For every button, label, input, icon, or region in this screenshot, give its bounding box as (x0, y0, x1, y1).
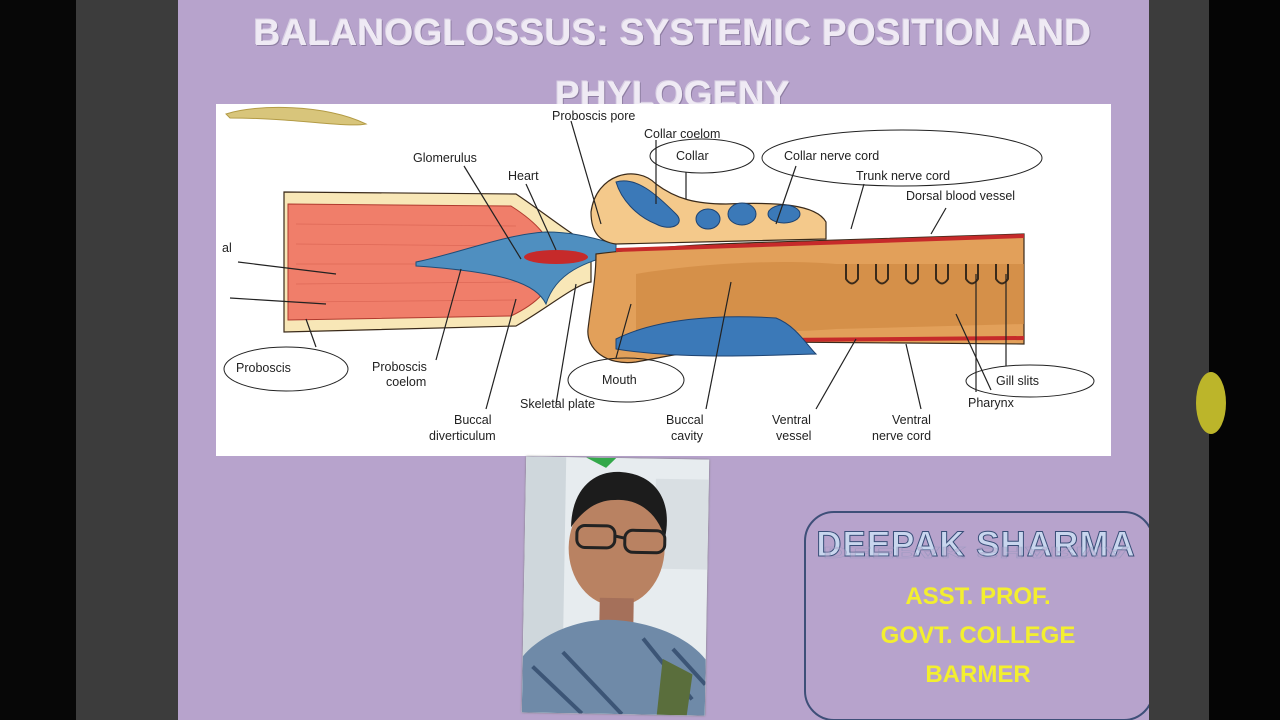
gill-slits-callout (965, 364, 1095, 398)
author-institution: GOVT. COLLEGE (880, 622, 1076, 649)
anatomy-illustration: Proboscis pore Collar coelom Collar Coll… (222, 106, 1095, 443)
slide-title-line1: BALANOGLOSSUS: SYSTEMIC POSITION AND (253, 12, 1092, 53)
dorsal-blood-vessel-line (615, 234, 1025, 252)
label-glomerulus: Glomerulus (413, 151, 477, 165)
collar-coelom-pocket (767, 204, 801, 224)
collar-nerve-cord-callout (761, 129, 1043, 187)
ventral-collar-coelom (615, 316, 818, 357)
label-heart: Heart (508, 169, 539, 183)
label-collar: Collar (676, 149, 709, 163)
label-gill-slits: Gill slits (996, 374, 1039, 388)
label-buccal-cavity-1: Buccal (666, 413, 704, 427)
label-pharynx: Pharynx (968, 396, 1015, 410)
label-collar-nerve-cord: Collar nerve cord (784, 149, 879, 163)
label-ventral-nerve-cord-1: Ventral (892, 413, 931, 427)
fragment-shape (225, 106, 368, 126)
label-trunk-nerve-cord: Trunk nerve cord (856, 169, 950, 183)
author-location: BARMER (925, 661, 1031, 688)
author-name-reflection: DEEPAK SHARMA (822, 543, 1130, 561)
label-ventral-vessel-1: Ventral (772, 413, 811, 427)
presenter-photo (521, 456, 710, 716)
mouth-callout (567, 357, 685, 403)
label-al: al (222, 241, 232, 255)
label-buccal-diverticulum-2: diverticulum (429, 429, 496, 443)
label-proboscis-coelom-1: Proboscis (372, 360, 427, 374)
slide-title: BALANOGLOSSUS: SYSTEMIC POSITION AND PHY… (178, 2, 1149, 126)
label-ventral-vessel-2: vessel (776, 429, 811, 443)
cursor-highlight-circle (1196, 372, 1226, 434)
author-info-box: DEEPAK SHARMA DEEPAK SHARMA ASST. PROF. … (804, 511, 1149, 720)
pharynx-cavity (636, 262, 1024, 334)
video-left-letterbox (0, 0, 76, 720)
gill-slit-marks (845, 264, 1009, 285)
proboscis-callout (223, 346, 349, 392)
author-name: DEEPAK SHARMA (816, 525, 1136, 565)
label-proboscis-coelom-2: coelom (386, 375, 426, 389)
presenter-portrait-illustration (521, 456, 710, 716)
right-gray-panel (1149, 0, 1209, 720)
label-proboscis-pore: Proboscis pore (552, 109, 635, 123)
label-dorsal-blood-vessel: Dorsal blood vessel (906, 189, 1015, 203)
label-skeletal-plate: Skeletal plate (520, 397, 595, 411)
left-gray-panel (76, 0, 178, 720)
label-ventral-nerve-cord-2: nerve cord (872, 429, 931, 443)
collar-coelom-pocket (695, 208, 721, 230)
author-title: ASST. PROF. (905, 583, 1051, 610)
label-buccal-cavity-2: cavity (671, 429, 704, 443)
video-right-letterbox (1209, 0, 1280, 720)
heart-shape (524, 250, 588, 264)
collar-coelom-dorsal (615, 180, 680, 228)
leader-lines (229, 120, 1007, 410)
collar-coelom-pocket (727, 202, 757, 226)
label-buccal-diverticulum-1: Buccal (454, 413, 492, 427)
label-mouth: Mouth (602, 373, 637, 387)
label-collar-coelom: Collar coelom (644, 127, 720, 141)
ventral-vessel-line (775, 336, 1025, 342)
label-proboscis: Proboscis (236, 361, 291, 375)
collar-callout (649, 138, 755, 174)
presentation-slide: BALANOGLOSSUS: SYSTEMIC POSITION AND PHY… (178, 0, 1149, 720)
balanoglossus-diagram: Proboscis pore Collar coelom Collar Coll… (216, 104, 1111, 456)
